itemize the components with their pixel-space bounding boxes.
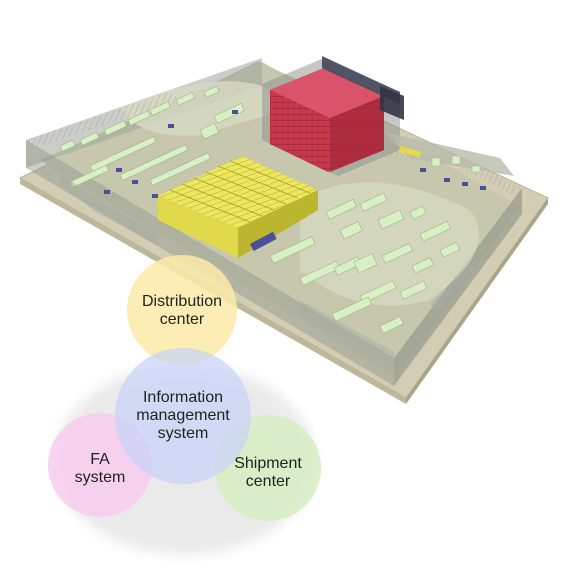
red-storage-tower — [262, 56, 404, 176]
equipment-left — [59, 85, 245, 188]
shipment-line-2: center — [245, 472, 291, 490]
label-shipment-center: Shipment center — [218, 455, 318, 491]
fa-line-2: system — [74, 468, 126, 486]
information-line-3: system — [157, 424, 209, 442]
label-information-management: Information management system — [123, 389, 243, 443]
distribution-line-1: Distribution — [141, 293, 223, 310]
yellow-rack-storage — [158, 156, 318, 258]
distribution-line-2: center — [159, 310, 205, 328]
information-line-1: Information — [142, 389, 224, 406]
information-line-2: management — [136, 406, 230, 424]
conveyors-left — [104, 110, 238, 198]
label-fa-system: FA system — [50, 451, 150, 487]
label-distribution-center: Distribution center — [122, 293, 242, 329]
circle-distribution-center — [127, 255, 237, 365]
shipment-line-1: Shipment — [234, 455, 302, 472]
circle-information-management — [115, 348, 251, 484]
fa-line-1: FA — [90, 451, 110, 468]
equipment-right — [269, 192, 461, 334]
shipping-dock — [384, 132, 514, 190]
